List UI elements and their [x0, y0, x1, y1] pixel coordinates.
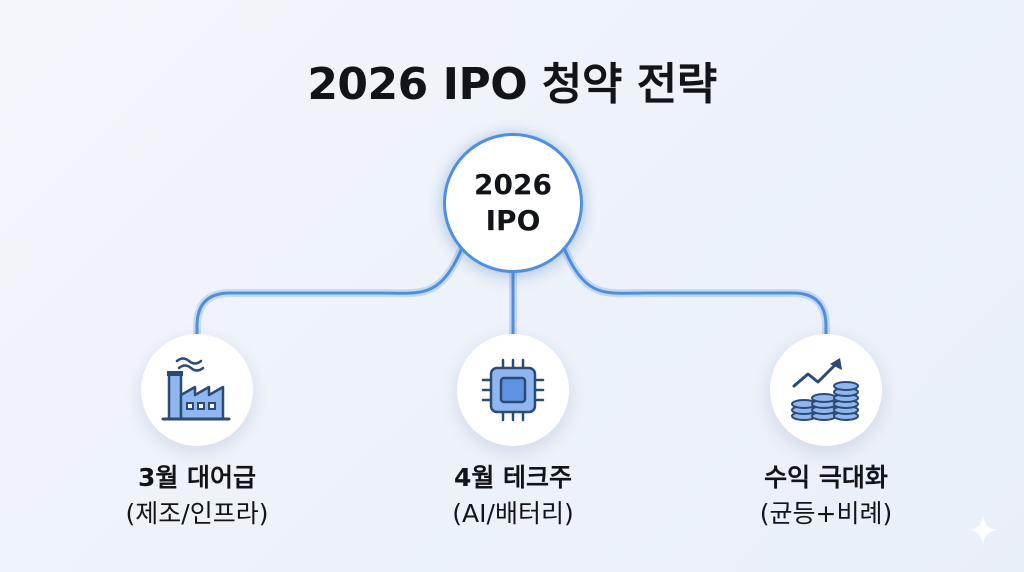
page-title: 2026 IPO 청약 전략	[307, 59, 717, 110]
hub-line2: IPO	[485, 204, 541, 237]
chip-icon	[481, 358, 545, 422]
node-manufacturing-title: 3월 대어급	[137, 463, 257, 492]
node-tech-title: 4월 테크주	[453, 463, 573, 492]
node-tech	[457, 334, 569, 446]
node-profit-title: 수익 극대화	[764, 463, 888, 492]
node-tech-subtitle: (AI/배터리)	[452, 499, 574, 528]
node-profit	[770, 334, 882, 446]
factory-icon	[161, 357, 231, 421]
hub-line1: 2026	[474, 168, 552, 201]
node-manufacturing-subtitle: (제조/인프라)	[125, 499, 269, 528]
node-profit-subtitle: (균등+비례)	[759, 499, 893, 528]
sparkle-icon	[967, 514, 999, 546]
node-manufacturing	[141, 334, 253, 446]
coins-growth-icon	[791, 358, 859, 421]
hub-circle: 2026 IPO	[443, 133, 583, 273]
